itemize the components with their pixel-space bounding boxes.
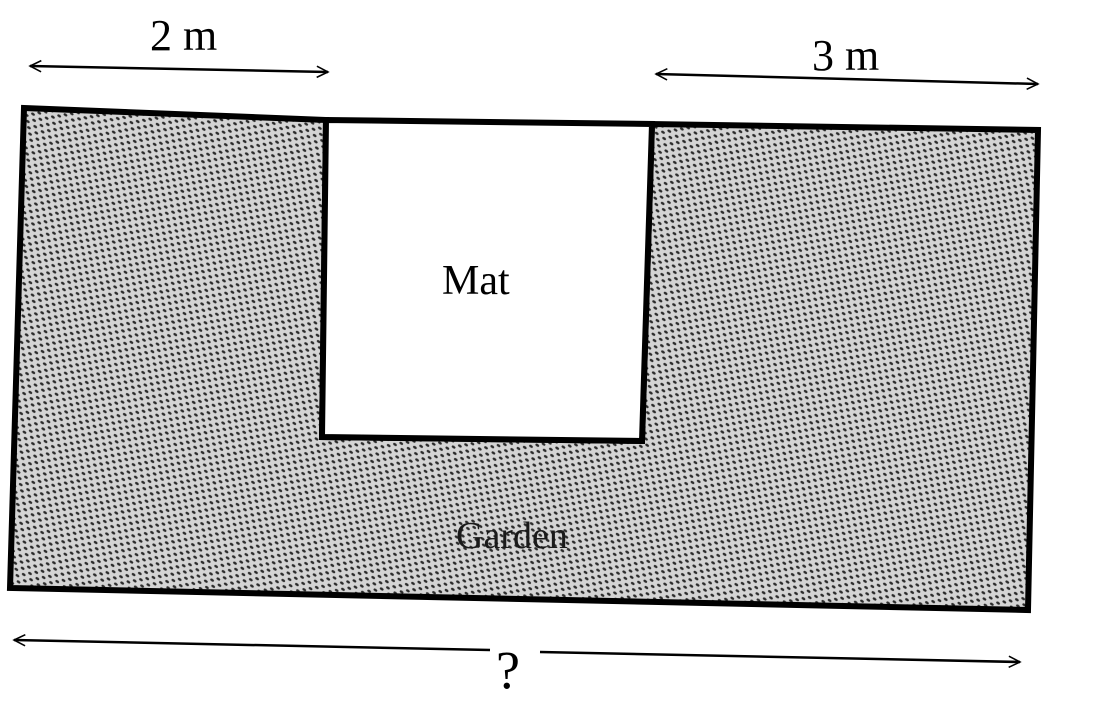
right-width-label: 3 m [812,31,879,80]
left-width-arrow [30,66,328,72]
garden-label: Garden [456,515,568,557]
right-width-arrow [656,74,1038,84]
mat-label: Mat [442,258,510,304]
mat-top-edge [325,118,653,126]
left-width-label: 2 m [150,11,217,60]
total-width-arrow-right [539,650,1020,662]
total-width-arrow-left [14,640,491,652]
total-width-label: ? [496,640,520,700]
